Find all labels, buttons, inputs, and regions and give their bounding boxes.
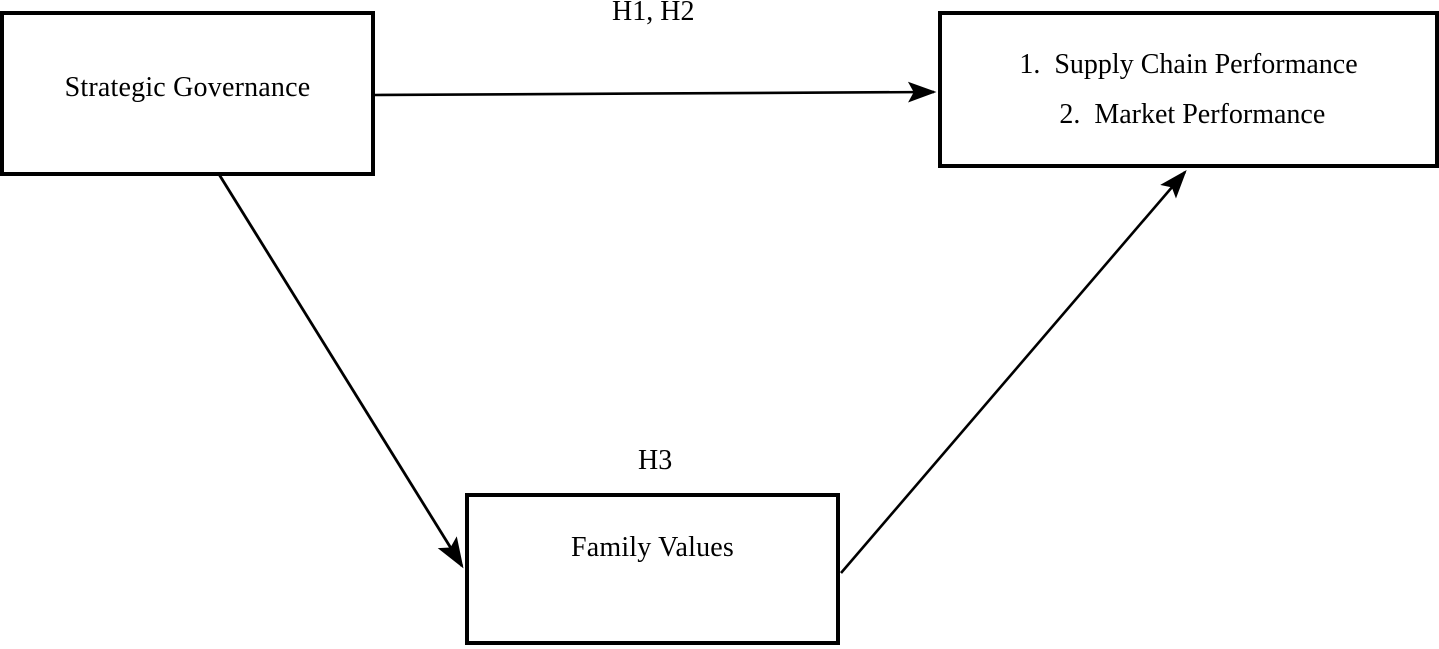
node-strategic-governance-label: Strategic Governance	[64, 71, 311, 103]
edge-label-h1-h2: H1, H2	[612, 0, 695, 27]
node-family-values-label: Family Values	[570, 532, 735, 563]
edge-family-values-to-outcomes	[840, 170, 1187, 574]
list-item: 2. Market Performance	[1019, 98, 1357, 130]
outcome-item-1-index: 1.	[1019, 48, 1041, 80]
outcome-item-2-index: 2.	[1059, 98, 1081, 130]
node-strategic-governance[interactable]: Strategic Governance	[0, 11, 375, 176]
node-family-values[interactable]: Family Values	[465, 493, 840, 645]
list-item: 1. Supply Chain Performance	[1019, 48, 1358, 80]
edge-sg-to-family-values	[210, 162, 464, 569]
outcome-item-1-label: Supply Chain Performance	[1054, 48, 1358, 80]
outcome-list: 1. Supply Chain Performance 2. Market Pe…	[1019, 48, 1358, 130]
outcome-item-2-label: Market Performance	[1094, 98, 1326, 130]
edge-sg-to-outcomes	[374, 81, 937, 103]
node-outcomes[interactable]: 1. Supply Chain Performance 2. Market Pe…	[938, 11, 1439, 168]
edge-label-h3: H3	[638, 445, 673, 476]
